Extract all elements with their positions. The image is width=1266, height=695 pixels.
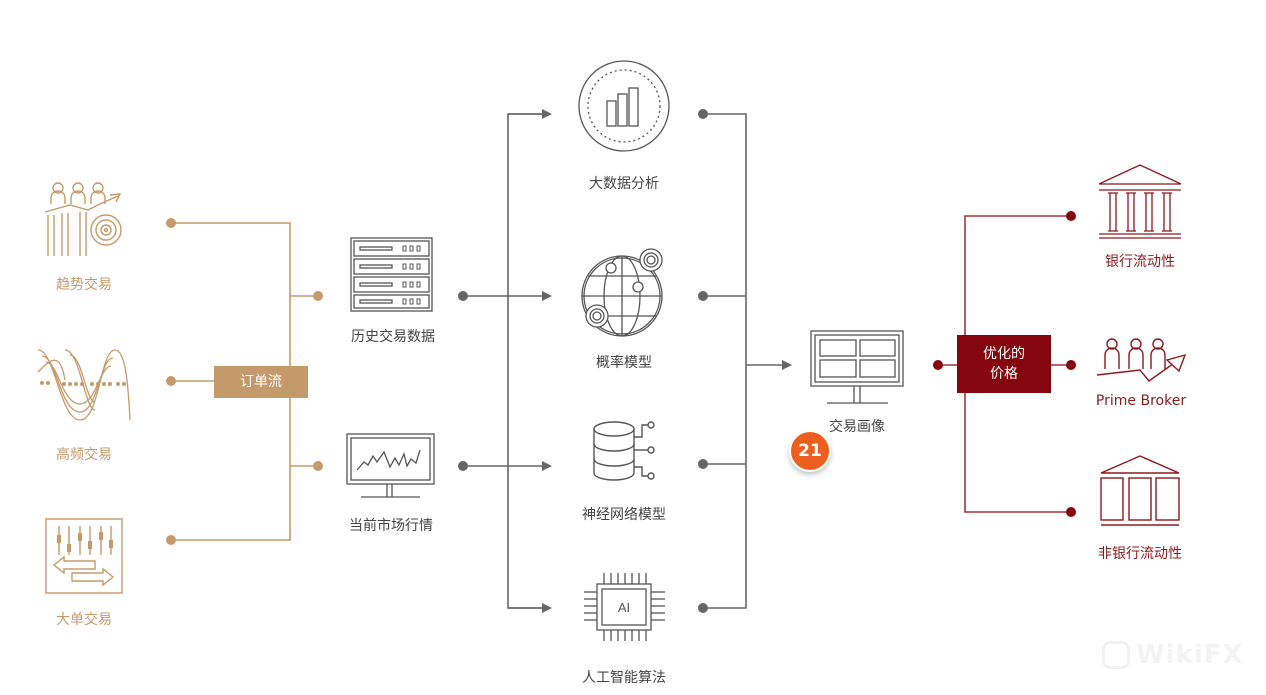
- ai-chip-icon: AI: [584, 573, 665, 641]
- database-nodes-icon: [593, 421, 655, 481]
- connector-dot: [698, 291, 708, 301]
- optimized-price-box: 优化的 价格: [957, 335, 1051, 393]
- high-frequency-wave-icon: [37, 349, 131, 421]
- broker-people-icon: [1096, 338, 1187, 382]
- connector-dot: [1066, 507, 1076, 517]
- trend-trading-icon: [44, 182, 122, 256]
- connector-dot: [166, 376, 176, 386]
- order-flow-box: 订单流: [214, 366, 308, 398]
- block-trade-icon: [45, 518, 123, 594]
- analysis-label-neural-net: 神经网络模型: [582, 507, 666, 523]
- watermark-text: WikiFX: [1136, 640, 1244, 670]
- analysis-label-probability: 概率模型: [596, 355, 652, 371]
- globe-network-icon: [581, 248, 663, 337]
- order-flow-label: 订单流: [240, 374, 282, 390]
- connector-dot: [933, 360, 943, 370]
- liquidity-label-non-bank: 非银行流动性: [1098, 546, 1182, 562]
- non-bank-building-icon: [1100, 455, 1180, 526]
- market-monitor-icon: [346, 433, 435, 498]
- connector-dot: [698, 109, 708, 119]
- connector-dot: [166, 535, 176, 545]
- input-label-market: 当前市场行情: [349, 518, 433, 534]
- server-rack-icon: [350, 237, 433, 312]
- bar-chart-circle-icon: [578, 60, 670, 152]
- source-label-high-frequency: 高频交易: [56, 447, 112, 463]
- analysis-label-ai: 人工智能算法: [582, 670, 666, 686]
- connector-dot: [698, 603, 708, 613]
- step-number-badge: 21: [789, 430, 831, 472]
- connector-dot: [313, 461, 323, 471]
- dashboard-monitor-icon: [810, 330, 904, 404]
- connector-dot: [698, 459, 708, 469]
- liquidity-label-prime-broker: Prime Broker: [1095, 393, 1187, 409]
- analysis-connectors: [463, 109, 792, 613]
- connector-dot: [1066, 211, 1076, 221]
- connector-dot: [1066, 360, 1076, 370]
- analysis-label-big-data: 大数据分析: [589, 176, 659, 192]
- watermark: WikiFX: [1102, 640, 1244, 670]
- optimized-price-line1: 优化的: [983, 346, 1025, 362]
- source-label-block: 大单交易: [56, 612, 112, 628]
- profile-label: 交易画像: [829, 419, 885, 435]
- connector-dot: [458, 461, 468, 471]
- ai-chip-text: AI: [618, 600, 630, 615]
- connector-dot: [313, 291, 323, 301]
- optimized-price-line2: 价格: [990, 366, 1018, 382]
- connector-dot: [166, 218, 176, 228]
- bank-columns-icon: [1098, 164, 1182, 239]
- liquidity-label-bank: 银行流动性: [1105, 254, 1175, 270]
- connector-dot: [458, 291, 468, 301]
- source-label-trend: 趋势交易: [56, 277, 112, 293]
- wikifx-logo-icon: [1102, 641, 1130, 669]
- input-label-historical: 历史交易数据: [351, 329, 435, 345]
